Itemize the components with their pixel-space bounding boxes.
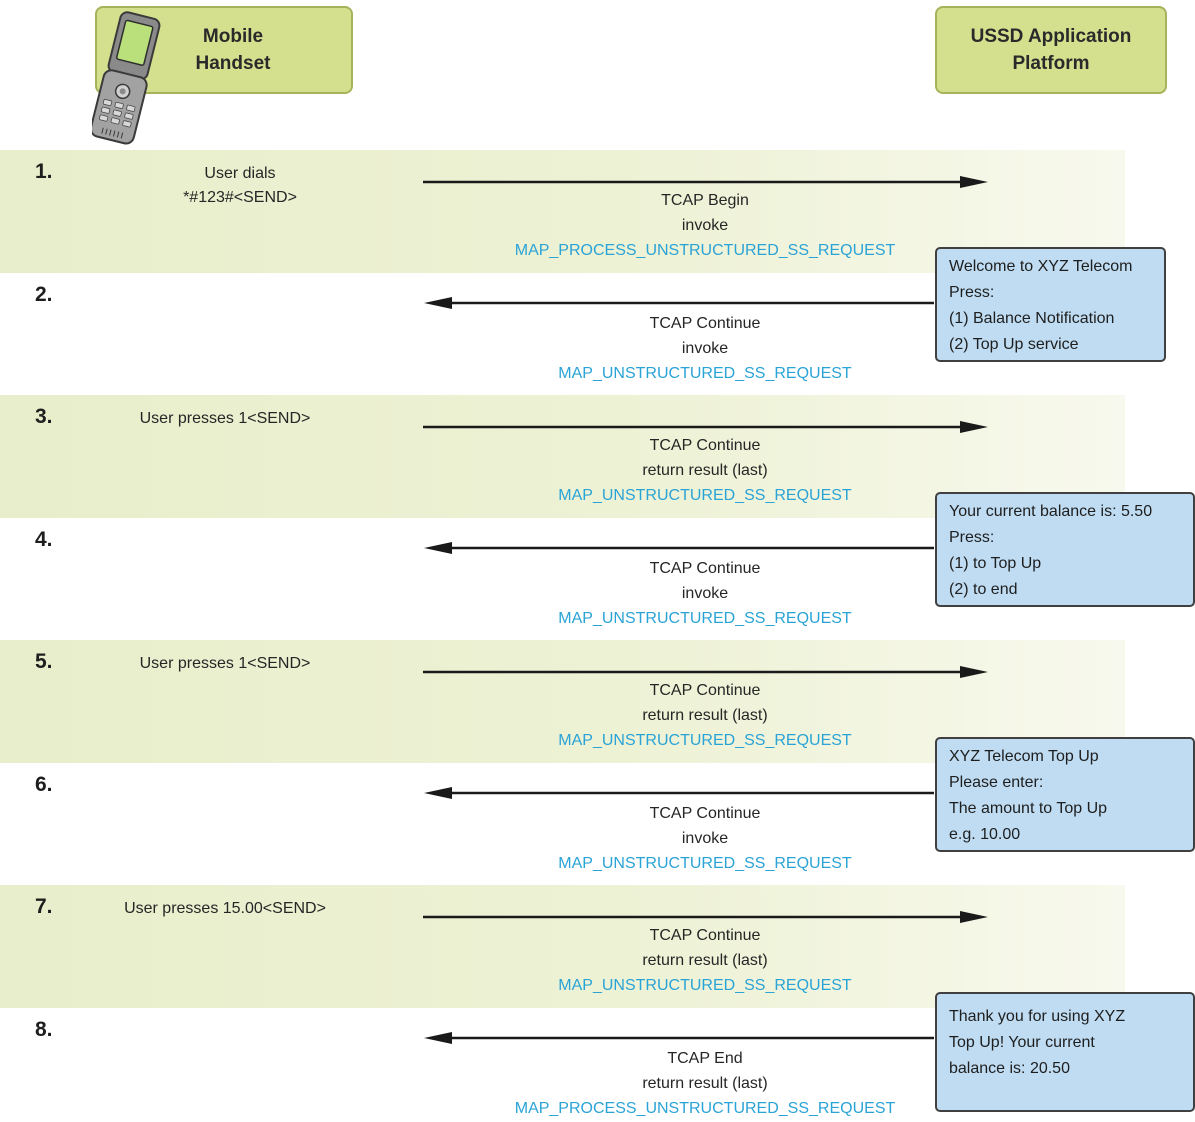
message-protocol: TCAP Continue [649,437,761,454]
message-protocol: TCAP Continue [649,315,761,332]
message-protocol: TCAP End [667,1050,743,1067]
message-component: invoke [681,830,729,847]
step-number: 6. [35,773,53,796]
message-component: invoke [681,585,729,602]
message-operation: MAP_PROCESS_UNSTRUCTURED_SS_REQUEST [514,242,896,259]
user-action-line: User presses 1<SEND> [139,410,311,427]
message-operation: MAP_UNSTRUCTURED_SS_REQUEST [558,365,852,382]
message-component: return result (last) [642,952,768,969]
step-number: 5. [35,650,53,673]
screen-line: balance is: 20.50 [949,1060,1070,1077]
screen-line: (1) Balance Notification [949,310,1115,327]
actor-mobile-handset-label: Mobile Handset [195,26,271,74]
message-operation: MAP_UNSTRUCTURED_SS_REQUEST [558,977,852,994]
arrow-right-icon [423,421,988,433]
step-number: 8. [35,1018,53,1041]
user-action-line: User dials [204,165,276,182]
arrow-left-icon [424,542,934,554]
screen-line: Thank you for using XYZ [949,1008,1126,1025]
user-action-text: User presses 1<SEND> [95,407,355,431]
arrow-right-icon [423,176,988,188]
actor-ussd-platform: USSD Application Platform [935,6,1167,94]
screen-line: (2) to end [949,581,1018,598]
user-action-text: User presses 15.00<SEND> [95,897,355,921]
step-number: 2. [35,283,53,306]
screen-line: (2) Top Up service [949,336,1079,353]
user-action-line: User presses 15.00<SEND> [124,900,326,917]
screen-line: Press: [949,529,995,546]
step-number: 1. [35,160,53,183]
actor-ussd-platform-label: USSD Application Platform [970,26,1132,74]
message-operation: MAP_PROCESS_UNSTRUCTURED_SS_REQUEST [514,1100,896,1117]
message-label: TCAP Continue return result (last) MAP_UNS… [440,433,970,508]
mobile-phone-icon [92,11,161,145]
message-component: return result (last) [642,1075,768,1092]
message-protocol: TCAP Begin [661,192,749,209]
arrow-left-icon [424,1032,934,1044]
message-protocol: TCAP Continue [649,682,761,699]
screen-line: Welcome to XYZ Telecom [949,258,1133,275]
message-label: TCAP End return result (last) MAP_PROCESS_… [440,1046,970,1121]
step-number: 7. [35,895,53,918]
arrow-right-icon [423,911,988,923]
step-number: 4. [35,528,53,551]
arrow-right-icon [423,666,988,678]
screen-line: e.g. 10.00 [949,826,1021,843]
message-label: TCAP Continue return result (last) MAP_UNS… [440,923,970,998]
step-number: 3. [35,405,53,428]
step-band [0,885,1125,1008]
message-operation: MAP_UNSTRUCTURED_SS_REQUEST [558,732,852,749]
message-protocol: TCAP Continue [649,560,761,577]
message-component: return result (last) [642,707,768,724]
screen-line: Please enter: [949,774,1044,791]
message-protocol: TCAP Continue [649,805,761,822]
arrow-left-icon [424,787,934,799]
screen-line: Press: [949,284,995,301]
message-component: return result (last) [642,462,768,479]
screen-line: The amount to Top Up [949,800,1108,817]
user-action-line: *#123#<SEND> [183,189,297,206]
user-action-line: User presses 1<SEND> [139,655,311,672]
arrow-left-icon [424,297,934,309]
message-protocol: TCAP Continue [649,927,761,944]
screen-line: Top Up! Your current [949,1034,1095,1051]
message-operation: MAP_UNSTRUCTURED_SS_REQUEST [558,610,852,627]
user-action-text: User presses 1<SEND> [95,652,355,676]
screen-line: XYZ Telecom Top Up [949,748,1099,765]
message-component: invoke [681,340,729,357]
message-operation: MAP_UNSTRUCTURED_SS_REQUEST [558,855,852,872]
user-action-text: User dials *#123#<SEND> [140,162,340,210]
message-component: invoke [681,217,729,234]
handset-screen-message: XYZ Telecom Top Up Please enter: The amoun… [935,737,1195,852]
screen-line: (1) to Top Up [949,555,1042,572]
handset-screen-message: Thank you for using XYZ Top Up! Your curr… [935,992,1195,1112]
message-operation: MAP_UNSTRUCTURED_SS_REQUEST [558,487,852,504]
screen-line: Your current balance is: 5.50 [949,503,1153,520]
message-label: TCAP Continue return result (last) MAP_UNS… [440,678,970,753]
